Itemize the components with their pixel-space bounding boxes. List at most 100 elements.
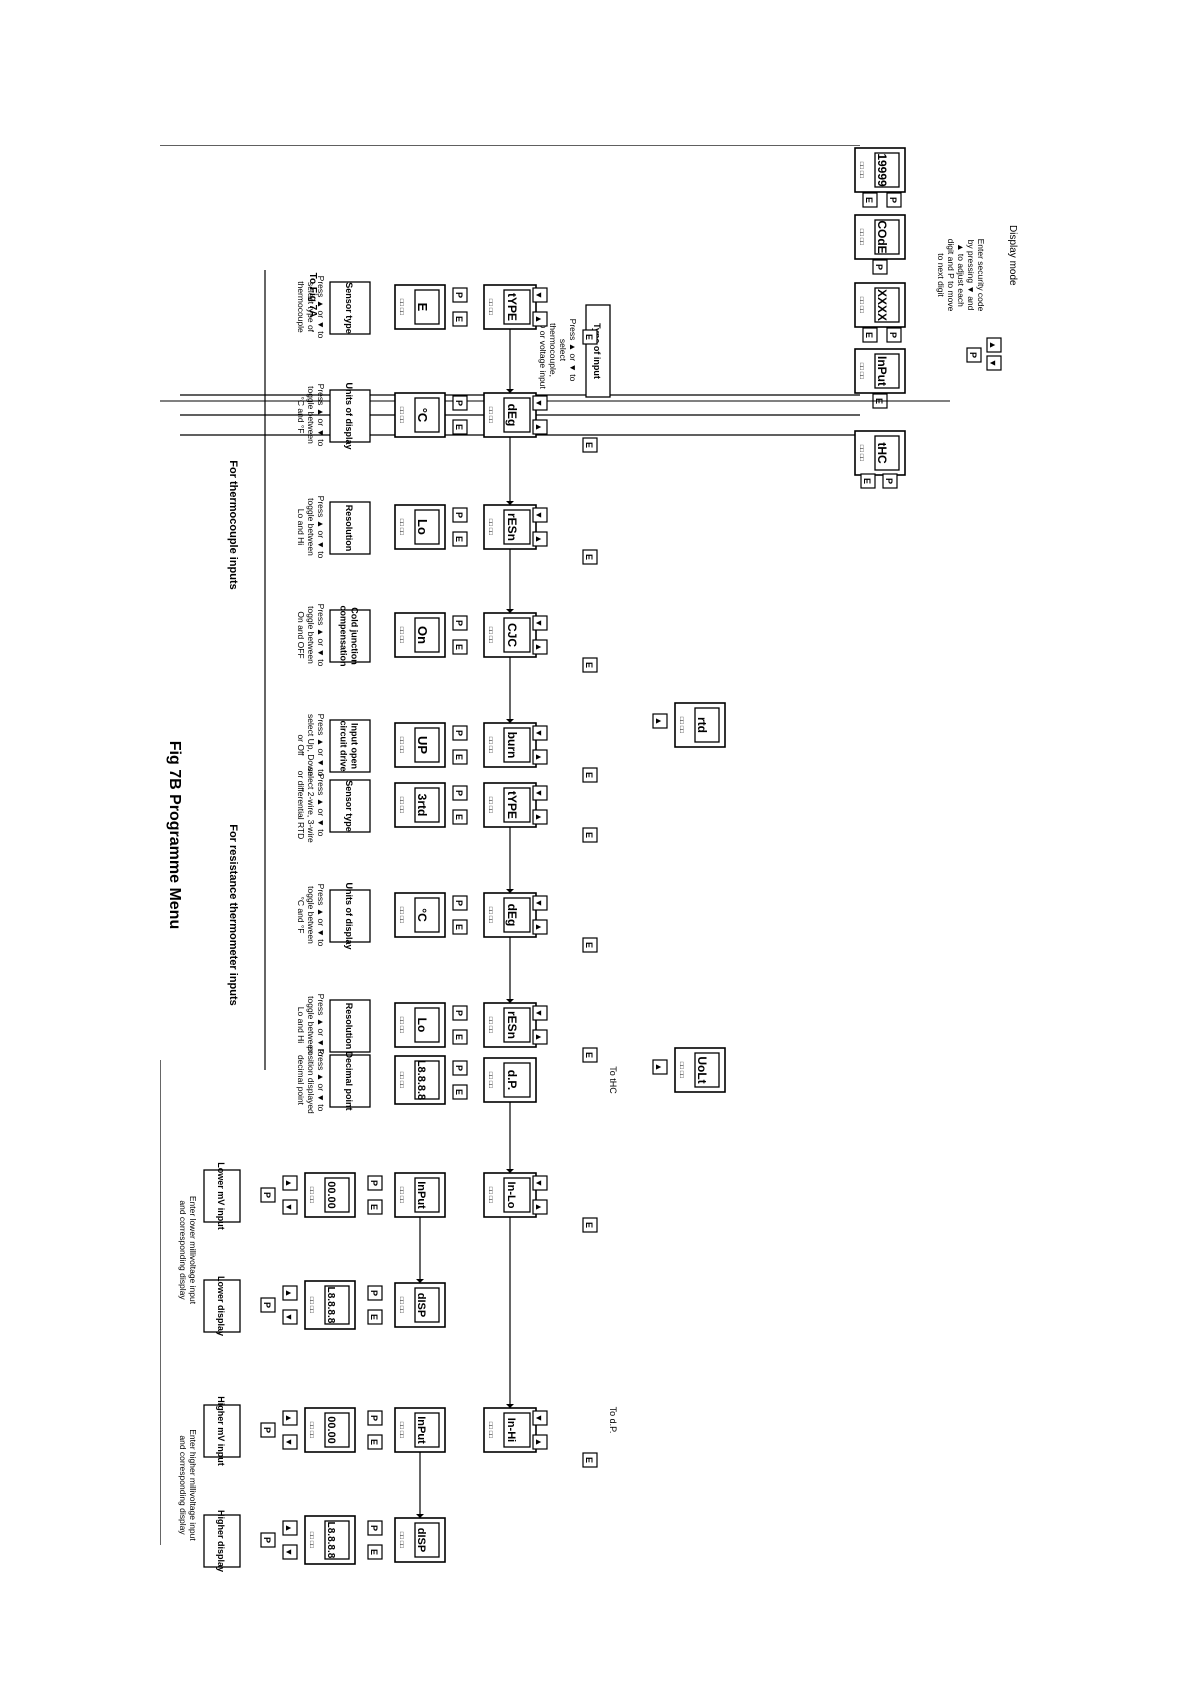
volt-in_hi-menu-value: In-Hi <box>505 1418 517 1442</box>
volt-in_hi-disp-btn-p2-label: P <box>262 1537 272 1543</box>
volt-in_lo-disp-label: Lower display <box>203 1276 241 1336</box>
type-of-input-text-line-3: RTD or voltage input <box>538 311 548 389</box>
tc-label-4-line-0: Input open <box>350 723 360 769</box>
btn-e-thc-frame <box>860 473 876 489</box>
display-input-uolt-value: UoLt <box>695 1056 709 1083</box>
tc-btn-up-1: ▲ <box>532 419 548 435</box>
volt-in_hi-input-value-value: 00.00 <box>325 1416 337 1444</box>
tc-btn-p-4-label: P <box>454 730 464 736</box>
tc-text-2-line-1: toggle between <box>306 498 316 556</box>
btn-up-security: ▲ <box>986 337 1002 353</box>
btn-p-security-frame <box>886 327 902 343</box>
rtd-btn-e-2-frame <box>452 1029 468 1045</box>
btn-p-thc-label: P <box>884 478 894 484</box>
security-code-text-line-3: digit and P to move <box>946 239 956 312</box>
security-code-text-line-1: by pressing ▼ and <box>966 240 976 311</box>
volt-in_hi-disp-value-value: L8.8.8.8 <box>325 1522 336 1559</box>
tc-arrow-1 <box>506 389 514 393</box>
volt-in_lo-disp-menu-segments: □□ □□ <box>398 1297 404 1314</box>
volt-in_hi-btn-exit-label: E <box>584 1457 594 1463</box>
rtd-menu-0-value: tYPE <box>505 791 519 819</box>
rtd-text-2-line-2: Lo and Hi <box>296 1007 306 1043</box>
rtd-label-2-line-0: Resolution <box>344 1003 354 1050</box>
display-input-menu-segments: □□ □□ <box>858 363 864 380</box>
display-input-menu-window <box>874 353 900 389</box>
btn-down-security: ▼ <box>986 355 1002 371</box>
volt-in_hi-btn-p2-label: P <box>262 1427 272 1433</box>
volt-in_lo-disp-btn-up-frame <box>282 1285 298 1301</box>
tc-btn-up-2-frame <box>532 531 548 547</box>
rtd-menu-2-window <box>503 1007 531 1043</box>
volt-dp-btn-p-label: P <box>454 1065 464 1071</box>
rtd-menu-0: tYPE □□ □□ <box>483 782 537 828</box>
to-fig7a-label: To Fig 7A <box>307 273 318 318</box>
tc-btn-exit-0: E <box>582 329 598 345</box>
security-code-text-line-0: Enter security code <box>976 239 986 312</box>
tc-text-4-line-0: Press ▲ or ▼ to <box>316 714 326 777</box>
tc-label-3-frame <box>329 609 371 663</box>
rtd-label-2: Resolution <box>329 999 371 1053</box>
volt-in_lo-btn-p2-label: P <box>262 1192 272 1198</box>
volt-in_lo-btn-up2-label: ▲ <box>284 1179 294 1188</box>
tc-btn-exit-1: E <box>582 437 598 453</box>
tc-menu-0-segments: □□ □□ <box>487 299 493 316</box>
volt-in_hi-disp-btn-p2-frame <box>260 1532 276 1548</box>
btn-up-uolt: ▲ <box>652 1059 668 1075</box>
volt-in_hi-disp-btn-e-frame <box>367 1544 383 1560</box>
rtd-btn-down-2-frame <box>532 1005 548 1021</box>
volt-in_lo-input-label-frame <box>203 1169 241 1223</box>
volt-in_lo-btn-p-label: P <box>369 1180 379 1186</box>
btn-up-rtd-label: ▲ <box>654 717 664 726</box>
rtd-menu-2-segments: □□ □□ <box>487 1017 493 1034</box>
rtd-text-2-line-1: toggle between <box>306 996 316 1054</box>
tc-btn-p-2-label: P <box>454 512 464 518</box>
rtd-label-0-frame <box>329 779 371 833</box>
display-code-value: COdE <box>875 220 889 253</box>
volt-in_lo-btn-up2-frame <box>282 1175 298 1191</box>
btn-p-display-label: P <box>888 197 898 203</box>
volt-dp-btn-p: P <box>452 1060 468 1076</box>
tc-value-4: UP□□ □□ <box>394 722 446 768</box>
volt-in_lo-disp-btn-p-label: P <box>369 1290 379 1296</box>
volt-in_lo-input-menu: InPut□□ □□ <box>394 1172 446 1218</box>
volt-in_hi-disp-btn-p: P <box>367 1520 383 1536</box>
rtd-btn-e-0-label: E <box>454 814 464 820</box>
rtd-menu-1-segments: □□ □□ <box>487 907 493 924</box>
tc-btn-down-1-frame <box>532 395 548 411</box>
tc-label-3-line-0: Cold junction <box>350 607 360 665</box>
display-input-rtd-segments: □□ □□ <box>678 717 684 734</box>
tc-btn-e-4: E <box>452 749 468 765</box>
display-security-xxxx-window <box>874 287 900 323</box>
tc-menu-2-value: rESn <box>505 513 519 541</box>
rtd-menu-0-segments: □□ □□ <box>487 797 493 814</box>
volt-in_lo-input-value-window <box>324 1177 350 1213</box>
volt-in_lo-menu-segments: □□ □□ <box>487 1187 493 1204</box>
tc-btn-up-2-label: ▲ <box>534 535 544 544</box>
tc-btn-up-0: ▲ <box>532 311 548 327</box>
rtd-btn-p-0-label: P <box>454 790 464 796</box>
volt-in_lo-disp-btn-up-label: ▲ <box>284 1289 294 1298</box>
tc-btn-e-0-label: E <box>454 316 464 322</box>
tc-value-0-segments: □□ □□ <box>398 299 404 316</box>
volt-in_hi-disp-btn-up-label: ▲ <box>284 1524 294 1533</box>
tc-label-0: Sensor type <box>329 281 371 335</box>
rtd-text-2-line-0: Press ▲ or ▼ to <box>316 994 326 1057</box>
tc-btn-up-3-label: ▲ <box>534 643 544 652</box>
volt-dp-label-frame <box>329 1054 371 1108</box>
volt-in_hi-btn-up2-frame <box>282 1410 298 1426</box>
volt-in_hi-disp-btn-p-label: P <box>369 1525 379 1531</box>
volt-in_hi-btn-up-label: ▲ <box>534 1438 544 1447</box>
tc-btn-up-0-frame <box>532 311 548 327</box>
volt-in_hi-disp-btn-e: E <box>367 1544 383 1560</box>
display-19999-segments: □□ □□ <box>858 162 864 179</box>
rtd-value-0-segments: □□ □□ <box>398 797 404 814</box>
volt-in_hi-text-line-1: and corresponding display <box>178 1435 188 1535</box>
volt-in_hi-btn-p: P <box>367 1410 383 1426</box>
figure-title: Fig 7B Programme Menu <box>166 741 183 929</box>
tc-btn-e-4-label: E <box>454 754 464 760</box>
rtd-text-1-line-2: °C and °F <box>296 896 306 933</box>
volt-in_lo-disp-btn-p2-label: P <box>262 1302 272 1308</box>
tc-btn-p-4: P <box>452 725 468 741</box>
